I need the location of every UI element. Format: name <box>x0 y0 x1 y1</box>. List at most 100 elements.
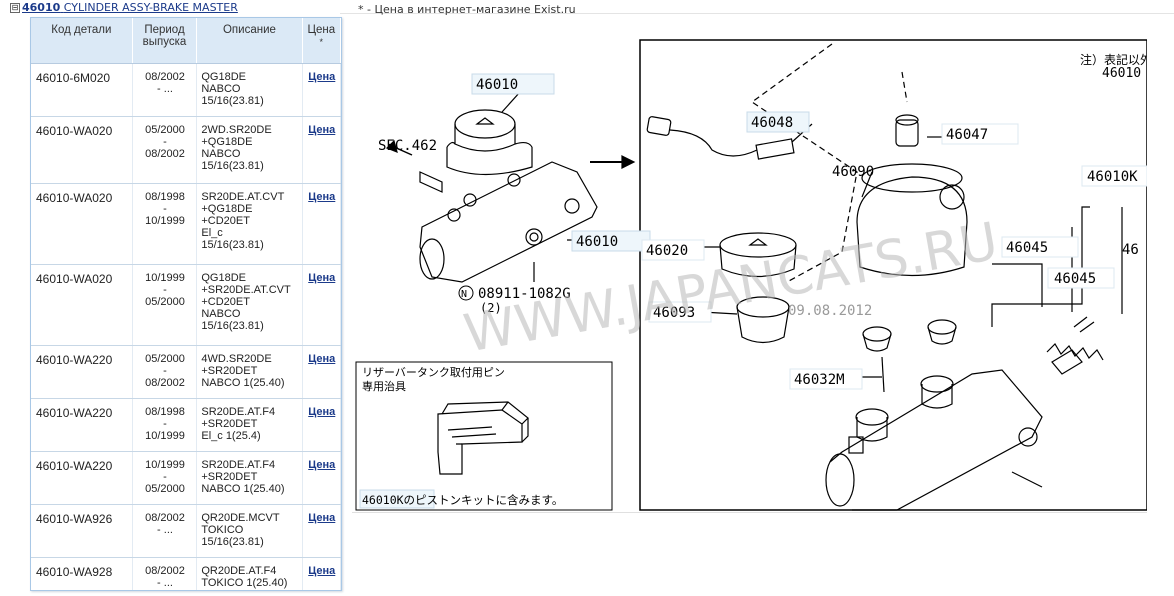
callout-46-partial: 46 <box>1122 242 1139 258</box>
col-header-price-mark: * <box>319 37 324 47</box>
part-code: 46010-WA220 <box>31 451 133 505</box>
callout-box-46020[interactable] <box>641 239 705 261</box>
description-line: QR20DE.MCVT <box>201 512 280 524</box>
description-line: +QG18DE <box>201 203 253 215</box>
period-line: 08/1998 <box>145 406 185 418</box>
callout-46010k: 46010K <box>1087 169 1138 185</box>
description-line: 15/16(23.81) <box>201 160 264 172</box>
period-line: 05/2000 <box>145 124 185 136</box>
description-line: 2WD.SR20DE <box>201 124 272 136</box>
description-line: 15/16(23.81) <box>201 320 264 332</box>
price-link[interactable]: Цена <box>308 512 336 524</box>
callout-box-46093[interactable] <box>648 301 712 323</box>
col-header-code: Код детали <box>31 18 133 64</box>
inset-frame <box>355 361 613 511</box>
callout-box-46032m[interactable] <box>789 368 863 390</box>
period-line: - <box>163 471 167 483</box>
callout-46047: 46047 <box>946 127 988 143</box>
price-link[interactable]: Цена <box>308 71 336 83</box>
callout-46093: 46093 <box>653 305 695 321</box>
period-line: 05/2000 <box>145 296 185 308</box>
description-line: SR20DE.AT.F4 <box>201 406 276 418</box>
callout-box-inset-46010k[interactable] <box>359 489 435 509</box>
description-line: QG18DE <box>201 71 246 83</box>
col-header-period: Период выпуска <box>132 18 198 64</box>
part-code: 46010-6M020 <box>31 63 133 117</box>
description-line: NABCO 1(25.40) <box>201 483 285 495</box>
period-line: 05/2000 <box>145 353 185 365</box>
callout-box-46045-a[interactable] <box>1001 236 1079 258</box>
description-line: 15/16(23.81) <box>201 95 264 107</box>
description-line: NABCO <box>201 83 241 95</box>
description-line: +QG18DE <box>201 136 253 148</box>
production-period: 05/2000-08/2002 <box>132 116 198 184</box>
period-line: - <box>163 136 167 148</box>
period-line: - ... <box>157 524 173 536</box>
price-link[interactable]: Цена <box>308 353 336 365</box>
description-line: 4WD.SR20DE <box>201 353 272 365</box>
callout-box-46047[interactable] <box>941 123 1019 145</box>
callout-46048: 46048 <box>751 115 793 131</box>
description-line: NABCO <box>201 308 241 320</box>
price-link[interactable]: Цена <box>308 191 336 203</box>
period-line: 08/1998 <box>145 191 185 203</box>
col-header-price-label: Цена <box>307 24 336 36</box>
period-line: 08/2002 <box>145 148 185 160</box>
table-header-row: Код детали Период выпуска Описание Цена* <box>31 18 341 64</box>
callout-box-46048[interactable] <box>746 111 810 133</box>
period-line: - <box>163 365 167 377</box>
description-line: +CD20ET <box>201 215 250 227</box>
price-cell: Цена <box>302 116 341 184</box>
part-code: 46010-WA928 <box>31 557 133 590</box>
production-period: 08/1998-10/1999 <box>132 183 198 265</box>
production-period: 08/2002- ... <box>132 504 198 558</box>
callout-08911: 08911-1082G <box>478 286 571 302</box>
price-cell: Цена <box>302 504 341 558</box>
period-line: - ... <box>157 83 173 95</box>
production-period: 10/1999-05/2000 <box>132 451 198 505</box>
part-group-code: 46010 <box>22 1 61 14</box>
n-symbol-icon <box>458 285 474 301</box>
part-group-link[interactable]: 46010 CYLINDER ASSY-BRAKE MASTER <box>22 1 238 14</box>
period-line: 10/1999 <box>145 272 185 284</box>
price-link[interactable]: Цена <box>308 459 336 471</box>
collapse-toggle-icon[interactable]: ⊟ <box>10 3 20 13</box>
price-link[interactable]: Цена <box>308 272 336 284</box>
price-cell: Цена <box>302 183 341 265</box>
price-cell: Цена <box>302 398 341 452</box>
diagram-bottom-divider <box>352 512 1147 513</box>
price-cell: Цена <box>302 264 341 346</box>
n-symbol-letter: N <box>461 289 467 300</box>
period-line: 10/1999 <box>145 459 185 471</box>
special-tool-drawing <box>437 401 529 475</box>
inset-title-line2: 専用治具 <box>362 379 406 393</box>
description-line: +SR20DET <box>201 471 258 483</box>
description-line: TOKICO <box>201 524 244 536</box>
period-line: - ... <box>157 577 173 589</box>
callout-46010-top: 46010 <box>1102 66 1141 81</box>
price-cell: Цена <box>302 63 341 117</box>
part-group-name: CYLINDER ASSY-BRAKE MASTER <box>63 1 238 14</box>
description-line: 15/16(23.81) <box>201 536 264 548</box>
description-line: 15/16(23.81) <box>201 239 264 251</box>
header-divider <box>340 13 1174 14</box>
col-header-description: Описание <box>196 18 303 64</box>
price-link[interactable]: Цена <box>308 124 336 136</box>
description-line: QR20DE.AT.F4 <box>201 565 277 577</box>
period-line: - <box>163 284 167 296</box>
price-link[interactable]: Цена <box>308 565 336 577</box>
callout-box-46045-b[interactable] <box>1047 267 1115 289</box>
callout-box-46010[interactable] <box>471 73 555 95</box>
price-link[interactable]: Цена <box>308 406 336 418</box>
